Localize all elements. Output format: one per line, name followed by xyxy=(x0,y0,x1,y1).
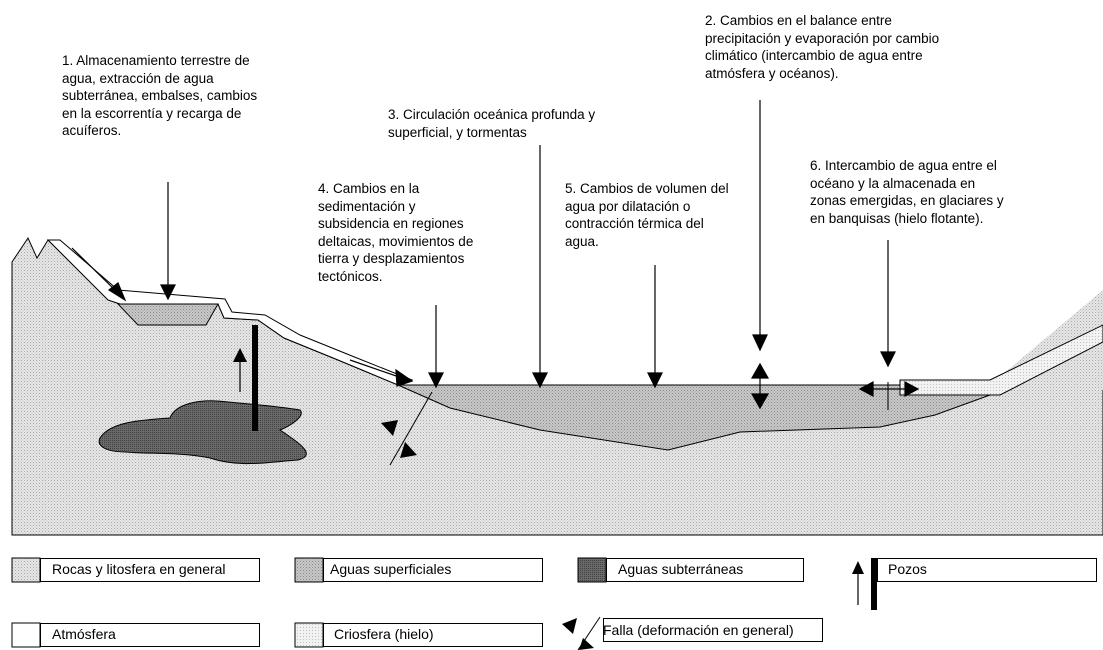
legend-fault-label: Falla (deformación en general) xyxy=(603,622,794,638)
legend-groundwater xyxy=(606,558,804,582)
fault-arrow-down xyxy=(400,442,417,458)
annotation-2: 2. Cambios en el balance entre precipita… xyxy=(705,13,940,81)
annotation-1: 1. Almacenamiento terrestre de agua, ext… xyxy=(62,53,258,138)
atmosphere-band xyxy=(46,239,414,386)
legend-wells xyxy=(877,558,1097,582)
annotation-5: 5. Cambios de volumen del agua por dilat… xyxy=(565,181,729,249)
legend-atmosphere-label: Atmósfera xyxy=(52,626,116,642)
legend-wells-label: Pozos xyxy=(888,561,927,577)
fault-arrow-up xyxy=(381,420,398,436)
legend-groundwater-label: Aguas subterráneas xyxy=(618,561,744,577)
legend-cryosphere-label: Criosfera (hielo) xyxy=(334,626,434,642)
legend-surface-water-label: Aguas superficiales xyxy=(330,561,452,577)
legend-rocks xyxy=(40,558,260,582)
annotation-3: 3. Circulación oceánica profunda y super… xyxy=(388,107,596,140)
legend-atmosphere xyxy=(40,623,260,647)
ice-shelf xyxy=(899,324,1103,396)
legend-fault xyxy=(603,618,823,642)
legend-rocks-label: Rocas y litosfera en general xyxy=(52,561,226,577)
legend-surface-water xyxy=(323,558,543,582)
well-arrow-head xyxy=(233,348,247,362)
well xyxy=(252,325,258,431)
reservoir-surface-water xyxy=(116,303,219,326)
annotation-6: 6. Intercambio de agua entre el océano y… xyxy=(810,158,1004,226)
pointer-arrows xyxy=(71,100,920,410)
annotation-4: 4. Cambios en la sedimentación y subside… xyxy=(318,181,474,284)
legend-swatches xyxy=(11,557,877,650)
legend-cryosphere xyxy=(323,623,543,647)
fault-line xyxy=(389,391,433,466)
